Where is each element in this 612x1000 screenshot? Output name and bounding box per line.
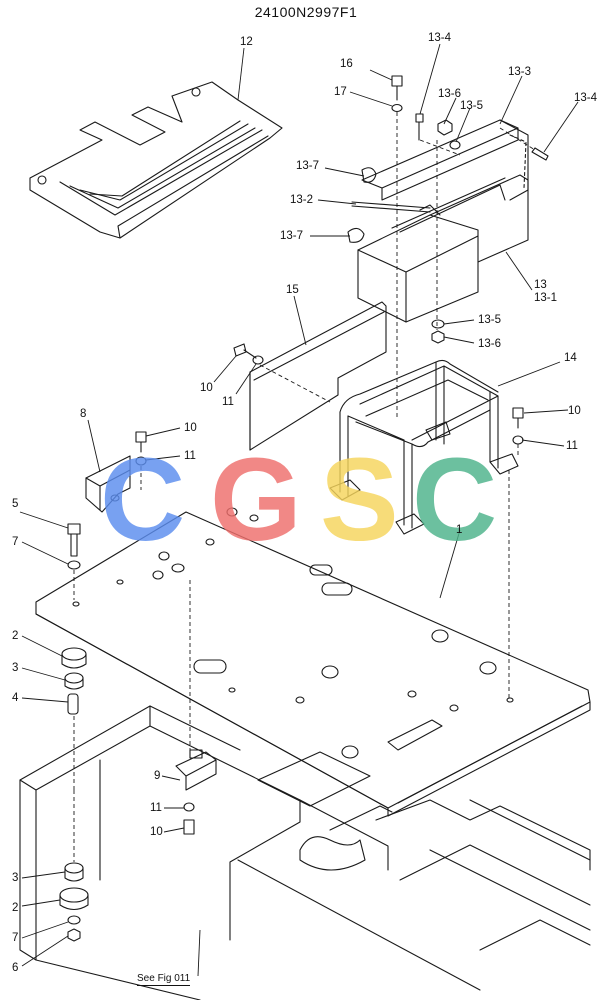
callout-3-lower: 3: [12, 872, 19, 884]
callout-10-bracket: 10: [184, 422, 197, 434]
callout-7-upper: 7: [12, 536, 19, 548]
callout-3-upper: 3: [12, 662, 19, 674]
callout-15: 15: [286, 284, 299, 296]
callout-16: 16: [340, 58, 353, 70]
callout-13: 13: [534, 279, 547, 291]
mount-upper: [61, 647, 87, 715]
bolt-10a: [233, 343, 257, 359]
leader-lines: [19, 43, 579, 977]
callout-13-2: 13-2: [290, 194, 314, 206]
callout-11-panel: 11: [222, 396, 234, 408]
callout-5: 5: [12, 498, 19, 510]
floor-mat: [29, 81, 283, 239]
callout-7-lower: 7: [12, 932, 19, 944]
callout-1: 1: [456, 524, 463, 536]
callout-11-frame: 11: [566, 440, 578, 452]
bracket-8: [85, 455, 131, 513]
drawing-number: 24100N2997F1: [254, 4, 358, 20]
bolt-16: [391, 75, 403, 101]
washer-11b: [512, 435, 524, 445]
watermark-letter-c1: C: [100, 434, 185, 566]
callout-6: 6: [12, 962, 19, 974]
callout-13-4-right: 13-4: [574, 92, 598, 104]
callout-13-7-upper: 13-7: [296, 160, 320, 172]
base-frame: [19, 705, 591, 1000]
callout-13-5-top: 13-5: [460, 100, 484, 112]
callout-10-frame: 10: [568, 405, 581, 417]
callout-13-6-bottom: 13-6: [478, 338, 502, 350]
callout-10-mount: 10: [150, 826, 163, 838]
bolt-5: [67, 523, 81, 557]
callout-13-3: 13-3: [508, 66, 532, 78]
washer-17: [391, 103, 403, 113]
alignment-lines: [73, 112, 536, 862]
washer-11a: [252, 355, 264, 365]
callout-8: 8: [80, 408, 87, 420]
mount-9: [175, 749, 217, 835]
watermark-letter-c2: C: [412, 434, 497, 566]
washer-11c: [135, 456, 147, 466]
callout-17: 17: [334, 86, 347, 98]
bolt-10b: [512, 407, 524, 429]
side-panel: [249, 301, 387, 451]
callout-11-mount: 11: [150, 802, 162, 814]
watermark-letter-s: S: [320, 434, 399, 566]
watermark: C G S C: [100, 434, 497, 566]
washer-7a: [67, 560, 81, 570]
callout-11-bracket: 11: [184, 450, 196, 462]
callout-13-4-top: 13-4: [428, 32, 452, 44]
callout-4: 4: [12, 692, 19, 704]
callout-2-lower: 2: [12, 902, 19, 914]
callout-13-1: 13-1: [534, 292, 558, 304]
frame: [329, 359, 519, 535]
floor-plate: [35, 507, 591, 817]
callout-2-upper: 2: [12, 630, 19, 642]
bolt-10c: [135, 431, 147, 453]
callout-9: 9: [154, 770, 161, 782]
callout-13-7-lower: 13-7: [280, 230, 304, 242]
callout-13-5-bottom: 13-5: [478, 314, 502, 326]
callout-13-6-top: 13-6: [438, 88, 462, 100]
box-assembly: [347, 113, 549, 344]
callout-12: 12: [240, 36, 253, 48]
see-fig-reference: See Fig 011: [137, 973, 191, 986]
watermark-letter-g: G: [210, 434, 302, 566]
mount-lower: [59, 862, 89, 942]
callout-14: 14: [564, 352, 577, 364]
callout-10-panel: 10: [200, 382, 213, 394]
